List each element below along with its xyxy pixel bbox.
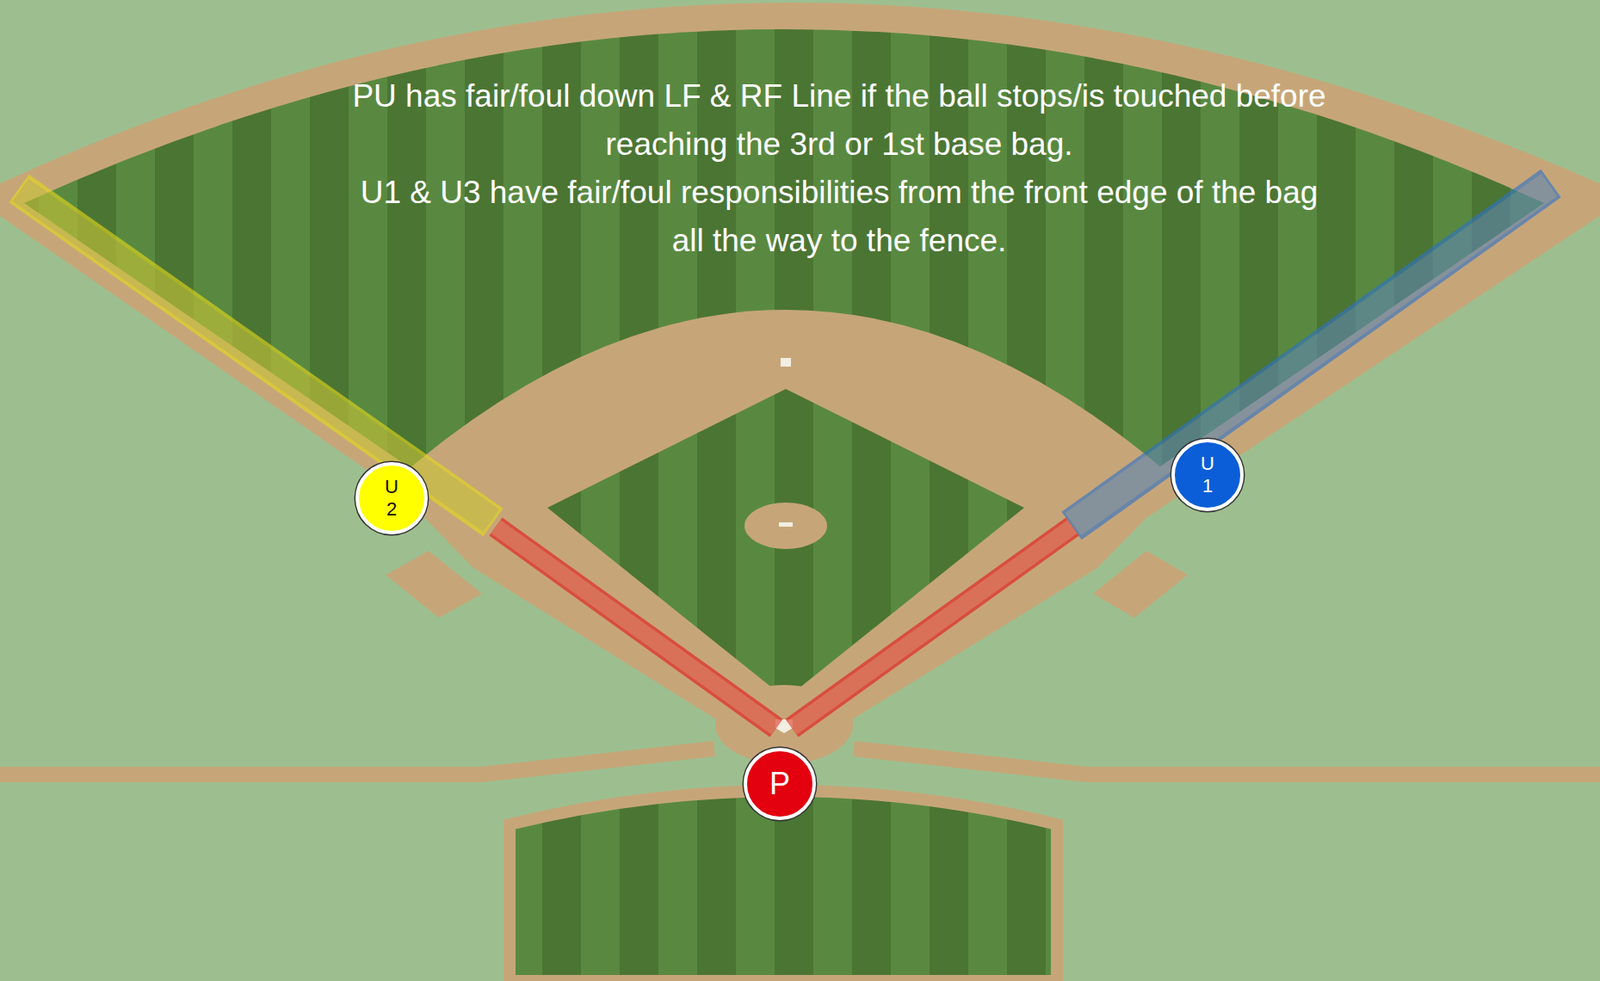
note-block: PU has fair/foul down LF & RF Line if th…	[344, 72, 1335, 266]
dirt-path	[853, 748, 1600, 775]
coach-box	[1093, 550, 1188, 618]
umpire-label: P	[769, 765, 791, 803]
coach-box	[385, 550, 482, 618]
umpire-circle: P	[743, 747, 816, 821]
infield-grass	[547, 389, 1025, 699]
responsibility-band	[1071, 183, 1551, 526]
pitchers-mound	[744, 502, 828, 550]
note-text: U1 & U3 have fair/foul responsibilities …	[344, 168, 1335, 266]
umpire-circle: U 2	[355, 462, 428, 535]
second-base	[780, 358, 791, 367]
umpire-circle: U 1	[1171, 438, 1244, 512]
note-text: PU has fair/foul down LF & RF Line if th…	[344, 72, 1335, 169]
responsibility-band	[791, 526, 1073, 729]
umpire-label: U 1	[1198, 452, 1217, 499]
dirt-path	[0, 748, 715, 775]
rubber	[778, 522, 793, 527]
responsibility-band	[495, 526, 777, 729]
responsibility-band	[18, 188, 494, 523]
umpire-label: U 2	[382, 475, 402, 522]
